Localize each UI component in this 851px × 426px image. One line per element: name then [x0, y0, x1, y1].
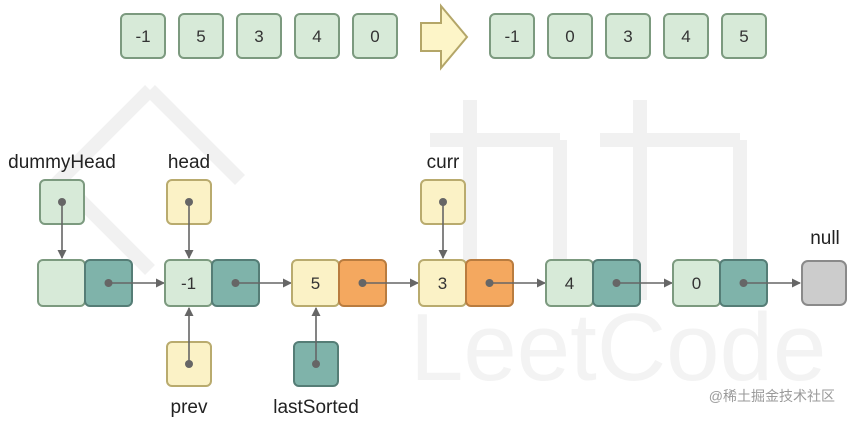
after-item-box: [663, 13, 709, 59]
before-item-value: -1: [135, 27, 150, 46]
label-null: null: [810, 228, 840, 249]
null-node: [801, 260, 847, 306]
transform-arrow: [420, 3, 469, 71]
label-prev: prev: [171, 397, 208, 418]
list-node-value: 4: [565, 274, 574, 293]
after-item-box: [489, 13, 535, 59]
list-node-value: -1: [181, 274, 196, 293]
before-item-box: [236, 13, 282, 59]
label-last-sorted: lastSorted: [273, 397, 359, 418]
label-dummy-head: dummyHead: [8, 152, 116, 173]
before-item-value: 5: [196, 27, 205, 46]
before-item-value: 4: [312, 27, 321, 46]
after-item-box: [605, 13, 651, 59]
list-node-value: 3: [438, 274, 447, 293]
top-row-before: -1 5 3 4 0: [120, 13, 398, 59]
list-node-value-box: [37, 259, 86, 307]
list-node-value: 5: [311, 274, 320, 293]
before-item-value: 0: [370, 27, 379, 46]
after-item-value: 0: [565, 27, 574, 46]
watermark-logo: LeetCode: [50, 85, 826, 401]
after-item-value: 3: [623, 27, 632, 46]
before-item-box: [294, 13, 340, 59]
before-item-box: [120, 13, 166, 59]
after-item-value: 4: [681, 27, 690, 46]
after-item-value: -1: [504, 27, 519, 46]
pointer-arrows: [57, 198, 448, 368]
credit-text: @稀土掘金技术社区: [709, 388, 835, 404]
before-item-box: [178, 13, 224, 59]
top-row-after: -1 0 3 4 5: [489, 13, 767, 59]
before-item-value: 3: [254, 27, 263, 46]
linked-list: -1 5 3 4 0: [37, 259, 801, 307]
svg-text:LeetCode: LeetCode: [410, 294, 826, 401]
after-item-box: [547, 13, 593, 59]
label-curr: curr: [427, 152, 460, 173]
label-head: head: [168, 152, 210, 173]
after-item-value: 5: [739, 27, 748, 46]
after-item-box: [721, 13, 767, 59]
list-node-value: 0: [692, 274, 701, 293]
before-item-box: [352, 13, 398, 59]
